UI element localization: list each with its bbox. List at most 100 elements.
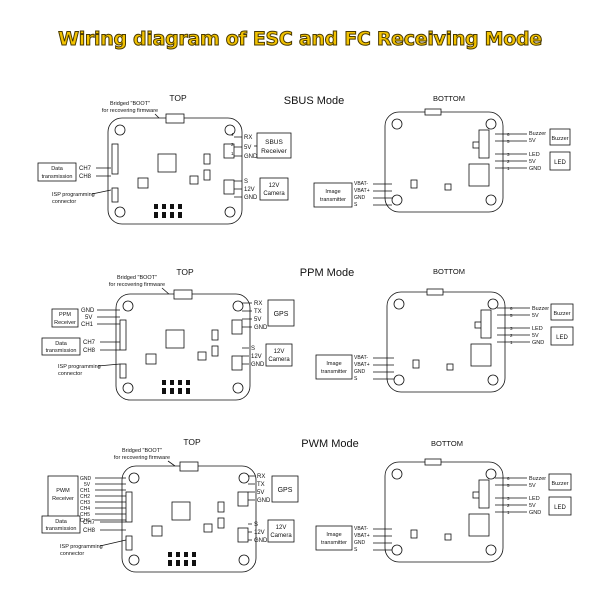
camera-box xyxy=(265,343,293,367)
camera-12v-label: 12V xyxy=(269,183,280,189)
pin-ch4: CH4 xyxy=(80,506,90,512)
pin-gnd: GND xyxy=(354,540,366,546)
led-label: LED xyxy=(556,335,568,341)
pin-buzzer: Buzzer xyxy=(529,476,546,482)
pin-num: 3 xyxy=(507,152,510,157)
transmitter-label: transmitter xyxy=(321,540,347,546)
pin-gnd: GND xyxy=(354,195,366,201)
isp-line1: ISP programming xyxy=(60,544,103,550)
pin-num: 3 xyxy=(507,496,510,501)
pin-gnd: GND xyxy=(244,154,258,160)
image-transmitter-box xyxy=(313,182,353,208)
pin-num: 5 xyxy=(507,483,510,488)
pin-5v: 5V xyxy=(257,490,264,496)
fc-board-top xyxy=(115,289,251,401)
pin-gnd: GND xyxy=(81,308,95,314)
transmitter-label: transmitter xyxy=(321,369,347,375)
section-mode-title: SBUS Mode xyxy=(284,95,345,107)
image-label: Image xyxy=(326,361,341,367)
pin-led: LED xyxy=(529,152,540,158)
pin-s: S xyxy=(251,346,255,352)
image-transmitter-box xyxy=(315,525,353,551)
pin-num: 1 xyxy=(507,510,510,515)
led-box xyxy=(549,151,571,171)
pin-num: 6 xyxy=(507,476,510,481)
gps-label: GPS xyxy=(278,487,293,494)
pin-gnd: GND xyxy=(529,510,541,516)
pin-num: 6 xyxy=(507,132,510,137)
camera-12v-label: 12V xyxy=(274,349,285,355)
receiver-label: Receiver xyxy=(54,320,76,326)
pin-ch1: CH1 xyxy=(80,488,90,494)
pin-num: 5 xyxy=(510,313,513,318)
pin-ch5: CH5 xyxy=(80,512,90,518)
pin-rx: RX xyxy=(257,474,265,480)
bottom-label: BOTTOM xyxy=(433,267,465,276)
pin-s: S xyxy=(354,202,358,208)
pin-5v: 5V xyxy=(84,482,91,488)
pin-num: 6 xyxy=(510,306,513,311)
pin-rx: RX xyxy=(254,301,262,307)
fc-board-bottom xyxy=(384,458,504,563)
pin-5v: 5V xyxy=(529,483,536,489)
gps-label: GPS xyxy=(274,311,289,318)
section-mode-title: PPM Mode xyxy=(300,267,354,279)
pin-led: LED xyxy=(532,326,543,332)
boot-note-line1: Bridged "BOOT" xyxy=(110,101,150,107)
pin-gnd: GND xyxy=(529,166,541,172)
gps-box xyxy=(271,475,299,503)
data-label: Data xyxy=(55,519,68,525)
pin-num: 2 xyxy=(510,333,513,338)
pin-gnd: GND xyxy=(254,538,268,544)
pin-gnd: GND xyxy=(254,325,268,331)
camera-label: Camera xyxy=(268,357,290,363)
pin-gnd: GND xyxy=(80,476,92,482)
sbus-receiver-label: SBUS xyxy=(265,139,283,146)
pin-num: 3 xyxy=(510,326,513,331)
pin-12v: 12V xyxy=(244,187,255,193)
pin-ch8: CH8 xyxy=(83,348,96,354)
led-box xyxy=(550,326,574,346)
pin-vbat-plus: VBAT+ xyxy=(354,362,370,368)
pin-num: 2 xyxy=(507,503,510,508)
buzzer-label: Buzzer xyxy=(551,481,568,487)
transmission-label: transmission xyxy=(42,174,73,180)
led-box xyxy=(548,496,572,516)
pin-5v: 5V xyxy=(244,145,251,151)
boot-note-line1: Bridged "BOOT" xyxy=(122,448,162,454)
bottom-label: BOTTOM xyxy=(431,439,463,448)
section-ppm: PPM Mode TOP Bridged "BOOT" for recoveri… xyxy=(41,267,574,401)
isp-line2: connector xyxy=(60,551,84,557)
transmission-label: transmission xyxy=(46,526,77,532)
data-label: Data xyxy=(51,166,64,172)
pin-5v: 5V xyxy=(529,503,536,509)
ppm-receiver-box xyxy=(51,308,79,328)
pin-s: S xyxy=(354,547,358,553)
image-label: Image xyxy=(325,189,340,195)
ppm-receiver-label: PPM xyxy=(59,312,71,318)
camera-label: Camera xyxy=(270,533,292,539)
sbus-receiver-box xyxy=(256,132,292,159)
data-transmission-box xyxy=(37,162,77,182)
fc-board-bottom xyxy=(384,108,504,213)
pin-ch6: CH6 xyxy=(80,518,90,524)
pin-vbat-plus: VBAT+ xyxy=(354,533,370,539)
boot-note-line2: for recovering firmware xyxy=(109,282,165,288)
top-label: TOP xyxy=(183,437,201,447)
boot-note-line1: Bridged "BOOT" xyxy=(117,275,157,281)
buzzer-box xyxy=(548,473,572,491)
pin-s: S xyxy=(244,179,248,185)
camera-12v-label: 12V xyxy=(276,525,287,531)
pin-ch8: CH8 xyxy=(79,174,92,180)
pin-num: 2 xyxy=(507,159,510,164)
transmission-label: transmission xyxy=(46,348,77,354)
data-transmission-box xyxy=(41,515,81,534)
sbus-receiver-label: Receiver xyxy=(261,148,287,155)
pin-gnd: GND xyxy=(354,369,366,375)
led-label: LED xyxy=(554,505,566,511)
pin-5v: 5V xyxy=(529,159,536,165)
pin-gnd: GND xyxy=(244,195,258,201)
fc-board-top xyxy=(121,461,257,573)
pin-ch1: CH1 xyxy=(81,322,94,328)
buzzer-label: Buzzer xyxy=(553,311,570,317)
